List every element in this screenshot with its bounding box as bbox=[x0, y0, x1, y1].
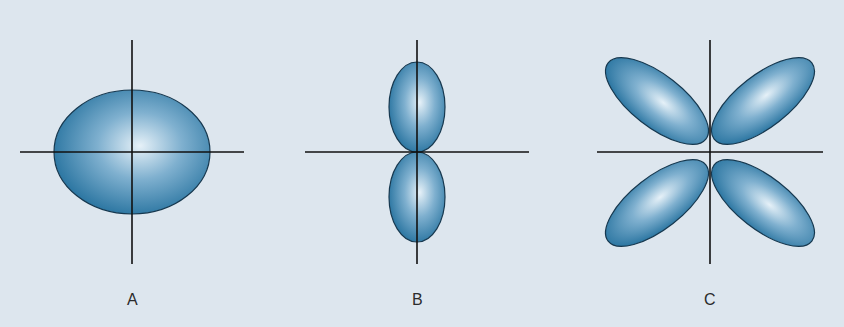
d-orbital bbox=[592, 40, 828, 264]
s-orbital bbox=[20, 40, 244, 264]
figure-label: C bbox=[704, 292, 716, 308]
p-orbital bbox=[305, 40, 529, 264]
figure-label: B bbox=[412, 292, 423, 308]
figure-label: A bbox=[127, 292, 138, 308]
